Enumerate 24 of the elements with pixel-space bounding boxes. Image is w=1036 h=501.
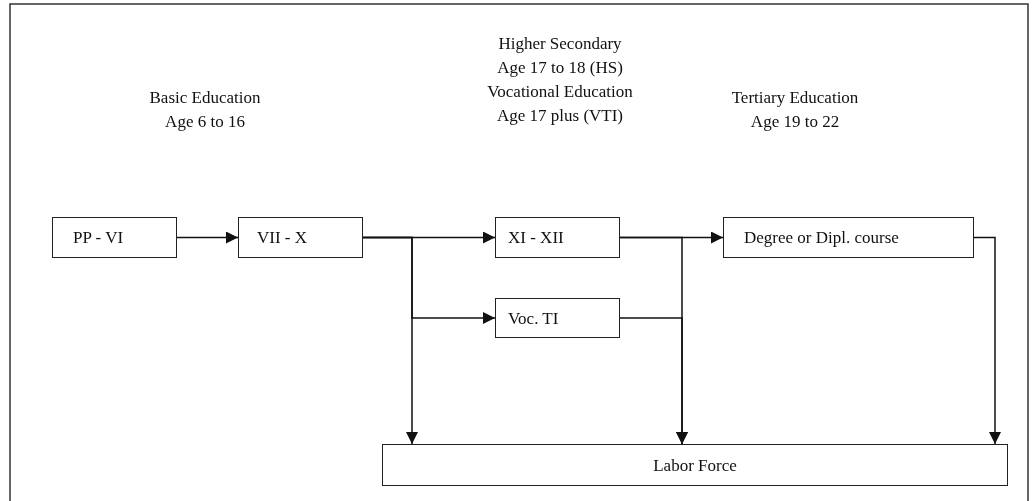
outcome-box: [382, 444, 1008, 486]
stage-label: Labor Force: [653, 456, 737, 474]
stage-label: Voc. TI: [508, 309, 559, 327]
stage-box: [723, 217, 974, 258]
stage-box: [238, 217, 363, 258]
stage-heading: Vocational Education: [487, 82, 633, 102]
stage-heading: Higher Secondary: [498, 34, 622, 54]
stage-label: VII - X: [257, 229, 308, 246]
stage-label: XI - XII: [508, 229, 564, 246]
stage-box: [52, 217, 177, 258]
stage-heading: Tertiary Education: [731, 88, 859, 108]
stage-heading: Age 17 to 18 (HS): [497, 58, 623, 78]
arrow: [619, 317, 688, 445]
stage-heading: Age 6 to 16: [165, 112, 245, 132]
stage-label: PP - VI: [73, 229, 124, 246]
stage-box: [495, 298, 620, 338]
arrow: [176, 231, 239, 244]
stage-heading: Basic Education: [149, 88, 261, 108]
arrow: [362, 236, 418, 445]
stage-box: [495, 217, 620, 258]
arrow: [973, 236, 1001, 445]
stage-label: Degree or Dipl. course: [744, 229, 899, 246]
stage-heading: Age 17 plus (VTI): [496, 106, 624, 126]
stage-heading: Age 19 to 22: [750, 112, 840, 132]
